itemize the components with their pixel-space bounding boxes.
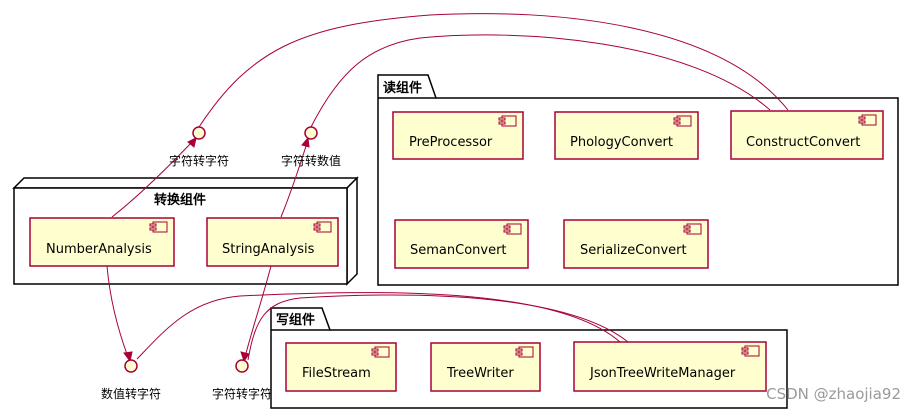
package-convert-side-face <box>346 176 358 286</box>
interface-label: 字符转字符 <box>169 153 229 168</box>
link-numberanalysis-to-bottom-number-to-char <box>106 265 129 358</box>
package-convert-label: 转换组件 <box>154 192 206 208</box>
links <box>106 13 789 363</box>
interface-circle <box>235 359 249 373</box>
component-preprocessor: PreProcessor <box>392 111 524 160</box>
component-constructconvert: ConstructConvert <box>730 110 884 160</box>
component-icon <box>371 346 390 358</box>
component-icon <box>741 345 760 357</box>
interface-top-char-to-char: 字符转字符 <box>169 126 229 168</box>
component-filestream: FileStream <box>285 342 397 392</box>
component-icon <box>503 223 522 235</box>
component-label: StringAnalysis <box>222 242 315 257</box>
component-semanconvert: SemanConvert <box>394 219 529 269</box>
link-stringanalysis-to-top-char-to-number <box>280 142 308 218</box>
arrow-to-bottom-char-to-char <box>240 351 250 363</box>
component-icon <box>673 115 692 127</box>
interface-bottom-char-to-char: 字符转字符 <box>212 359 272 401</box>
link-numberanalysis-to-top-char-to-char <box>111 141 193 218</box>
link-bottom-number-to-char-to-jsontreewritemanager <box>136 292 621 360</box>
interface-top-char-to-number: 字符转数值 <box>281 126 341 168</box>
interface-bottom-number-to-char: 数值转字符 <box>101 359 161 401</box>
link-stringanalysis-to-bottom-char-to-char <box>244 265 272 358</box>
arrow-to-bottom-number-to-char <box>123 351 133 363</box>
link-bottom-char-to-char-to-jsontreewritemanager <box>247 294 629 361</box>
component-phologyconvert: PhologyConvert <box>554 111 699 160</box>
interface-label: 字符转字符 <box>212 386 272 401</box>
interface-circle <box>124 359 138 373</box>
component-stringanalysis: StringAnalysis <box>206 217 339 267</box>
arrow-to-top-char-to-number <box>301 136 310 148</box>
component-icon <box>313 221 332 233</box>
package-write-label: 写组件 <box>276 312 315 328</box>
component-jsontreewritemanager: JsonTreeWriteManager <box>573 341 767 392</box>
interface-label: 字符转数值 <box>281 153 341 168</box>
component-label: PhologyConvert <box>570 135 673 150</box>
component-label: JsonTreeWriteManager <box>589 366 736 381</box>
link-top-char-to-number-to-constructconvert <box>310 34 771 128</box>
component-icon <box>683 223 702 235</box>
interface-circle <box>192 126 206 140</box>
component-label: SerializeConvert <box>580 243 687 258</box>
component-label: TreeWriter <box>446 366 514 381</box>
component-label: ConstructConvert <box>746 135 860 150</box>
arrow-to-top-char-to-char <box>187 137 197 148</box>
component-treewriter: TreeWriter <box>430 342 541 392</box>
component-serializeconvert: SerializeConvert <box>563 219 709 269</box>
component-icon <box>515 346 534 358</box>
component-label: SemanConvert <box>410 243 507 258</box>
component-icon <box>498 115 517 127</box>
component-label: FileStream <box>302 366 371 381</box>
watermark: CSDN @zhaojia92 <box>766 385 901 403</box>
interface-circle <box>304 126 318 140</box>
component-label: NumberAnalysis <box>46 242 152 257</box>
package-read-label: 读组件 <box>383 80 422 96</box>
interface-label: 数值转字符 <box>101 386 161 401</box>
package-convert-top-face <box>12 177 359 189</box>
component-icon <box>149 221 168 233</box>
link-top-char-to-char-to-constructconvert <box>198 13 789 128</box>
component-numberanalysis: NumberAnalysis <box>29 217 175 267</box>
component-label: PreProcessor <box>409 135 493 150</box>
component-icon <box>858 114 877 126</box>
